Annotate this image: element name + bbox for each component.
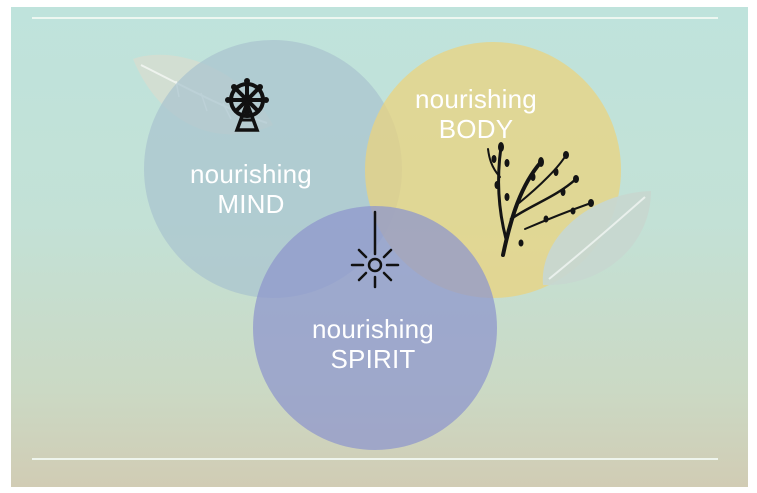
mind-label: nourishing MIND: [161, 159, 341, 219]
mind-label-line1: nourishing: [190, 159, 312, 189]
branch-icon: [487, 142, 594, 257]
mind-label-line2: MIND: [217, 189, 285, 219]
light-bulb-icon: [350, 210, 400, 289]
leaf-right-icon: [542, 191, 651, 286]
spirit-circle: [253, 206, 497, 450]
body-label-line1: nourishing: [415, 84, 537, 114]
diagram-canvas: nourishing MIND nourishing BODY nourishi…: [11, 7, 748, 487]
bottom-divider: [32, 458, 718, 460]
spirit-label-line2: SPIRIT: [330, 344, 416, 374]
top-divider: [32, 17, 718, 19]
venn-diagram: [133, 40, 651, 450]
spirit-label-line1: nourishing: [312, 314, 434, 344]
body-label-line2: BODY: [438, 114, 514, 144]
ferris-wheel-icon: [225, 78, 269, 132]
spirit-label: nourishing SPIRIT: [288, 314, 458, 374]
body-label: nourishing BODY: [391, 84, 561, 144]
